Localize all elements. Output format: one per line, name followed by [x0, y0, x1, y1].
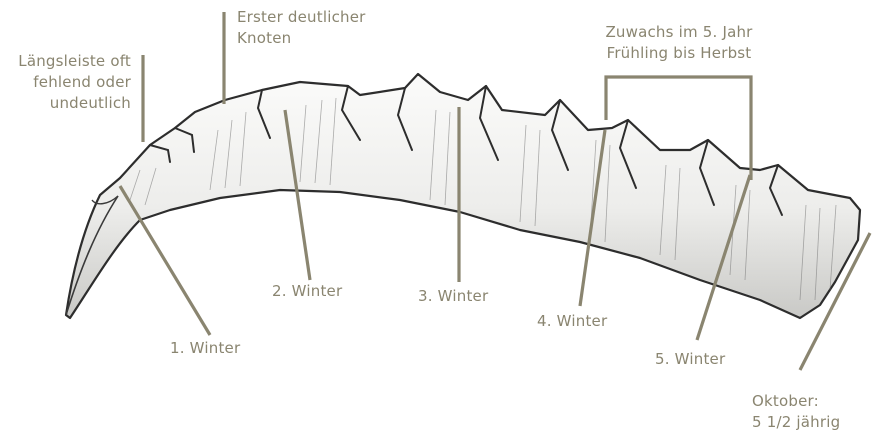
- label-winter5: 5. Winter: [655, 350, 726, 368]
- leader-lines: [118, 12, 872, 371]
- horn-tip: [65, 195, 119, 316]
- leader-winter4: [578, 129, 607, 307]
- label-winter1: 1. Winter: [170, 339, 241, 357]
- label-winter3: 3. Winter: [418, 287, 489, 305]
- label-oktober: Oktober: 5 1/2 jährig: [752, 392, 841, 431]
- leader-oktober: [798, 232, 872, 371]
- horn-body: [64, 72, 862, 320]
- leader-winter2: [283, 109, 312, 281]
- leader-winter5: [695, 174, 752, 341]
- label-laengsleiste: Längsleiste oft fehlend oder undeutlich: [18, 52, 131, 112]
- horn-tip-edge: [91, 195, 119, 205]
- label-zuwachs: Zuwachs im 5. Jahr Frühling bis Herbst: [605, 23, 753, 62]
- label-winter4: 4. Winter: [537, 312, 608, 330]
- leader-winter1: [118, 185, 212, 336]
- label-erster-knoten: Erster deutlicher Knoten: [237, 8, 366, 47]
- horn-ridges: [149, 85, 783, 216]
- leader-zuwachs-bracket: [604, 75, 753, 180]
- label-winter2: 2. Winter: [272, 282, 343, 300]
